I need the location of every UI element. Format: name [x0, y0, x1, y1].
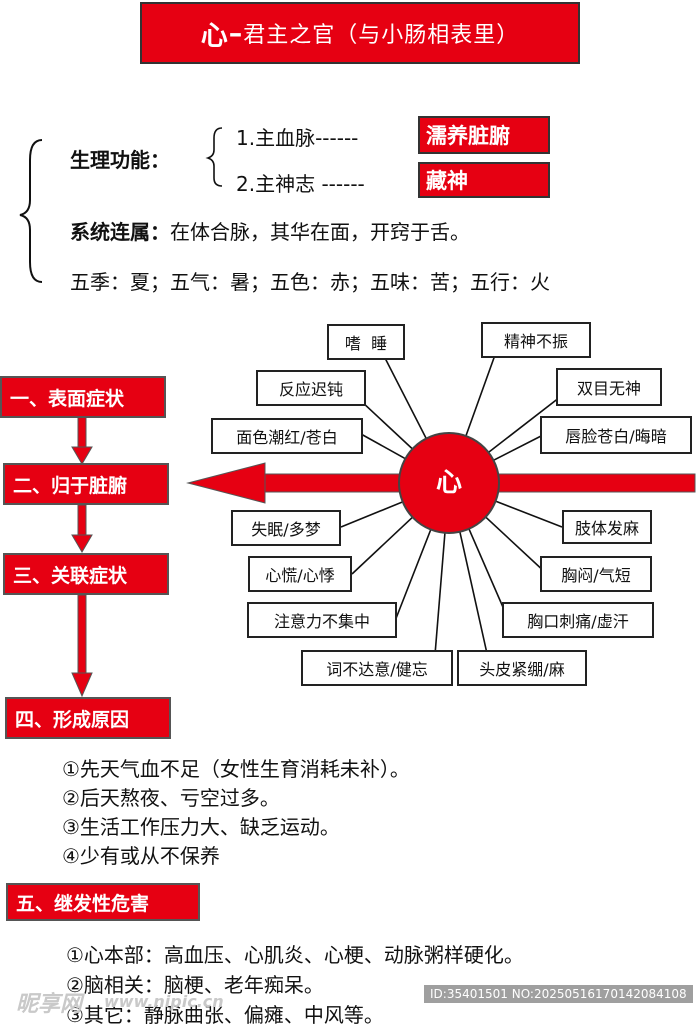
symptom-box: 失眠/多梦	[231, 510, 341, 546]
cause-item: ③生活工作压力大、缺乏运动。	[62, 815, 340, 839]
function-item-1: 1.主血脉------	[236, 122, 358, 151]
symptom-box: 词不达意/健忘	[301, 650, 453, 686]
symptom-box: 双目无神	[556, 368, 662, 406]
symptom-box: 肢体发麻	[562, 510, 652, 544]
big-brace	[19, 139, 43, 283]
harm-item: ③其它：静脉曲张、偏瘫、中风等。	[66, 1003, 384, 1027]
system-text: 在体合脉，其华在面，开窍于舌。	[170, 220, 470, 244]
harm-item: ①心本部：高血压、心肌炎、心梗、动脉粥样硬化。	[66, 943, 524, 967]
system-line: 系统连属：在体合脉，其华在面，开窍于舌。	[70, 216, 470, 245]
title-main: 心	[200, 20, 229, 52]
title-banner: 心 – 君主之官（与小肠相表里）	[140, 2, 580, 64]
symptom-box: 胸闷/气短	[540, 556, 652, 592]
symptom-box: 唇脸苍白/晦暗	[540, 416, 692, 454]
symptom-box: 注意力不集中	[247, 602, 397, 638]
harm-item: ②脑相关：脑梗、老年痴呆。	[66, 973, 324, 997]
tag-nourish: 濡养脏腑	[418, 116, 550, 154]
symptom-box: 头皮紧绷/麻	[457, 650, 587, 686]
step-arrows	[71, 416, 93, 698]
watermark-url: www.nipic.cn	[104, 992, 224, 1011]
main-arrow-head	[186, 462, 266, 504]
physiology-label: 生理功能：	[70, 148, 170, 172]
causes-list: ①先天气血不足（女性生育消耗未补）。 ②后天熬夜、亏空过多。 ③生活工作压力大、…	[62, 755, 410, 871]
step-related-symptoms: 三、关联症状	[3, 553, 169, 595]
function-item-2: 2.主神志 ------	[236, 168, 365, 197]
cause-item: ④少有或从不保养	[62, 844, 220, 868]
function-1-text: 1.主血脉	[236, 126, 316, 150]
symptom-box: 精神不振	[481, 322, 591, 358]
five-elements-line: 五季：夏；五气：暑；五色：赤；五味：苦；五行：火	[70, 270, 550, 294]
hub-circle	[398, 432, 500, 534]
symptom-box: 反应迟钝	[256, 370, 366, 406]
small-brace	[205, 127, 223, 187]
function-2-dashes: ------	[315, 172, 365, 196]
cause-item: ①先天气血不足（女性生育消耗未补）。	[62, 757, 410, 781]
function-2-text: 2.主神志	[236, 172, 316, 196]
title-dash: –	[228, 17, 244, 49]
step-harms: 五、继发性危害	[6, 883, 200, 921]
title-rest: 君主之官（与小肠相表里）	[243, 23, 520, 48]
symptom-box: 嗜 睡	[327, 324, 405, 360]
symptom-box: 面色潮红/苍白	[211, 418, 363, 454]
harms-list: ①心本部：高血压、心肌炎、心梗、动脉粥样硬化。 ②脑相关：脑梗、老年痴呆。 ③其…	[66, 940, 524, 1030]
step-surface-symptoms: 一、表面症状	[0, 376, 166, 418]
system-label: 系统连属：	[70, 220, 170, 244]
tag-spirit: 藏神	[418, 162, 550, 198]
function-1-dashes: ------	[315, 126, 359, 150]
step-organ: 二、归于脏腑	[3, 463, 169, 505]
watermark-logo: 昵享网	[16, 992, 83, 1017]
cause-item: ②后天熬夜、亏空过多。	[62, 786, 280, 810]
symptom-box: 胸口刺痛/虚汗	[502, 602, 654, 638]
step-causes: 四、形成原因	[5, 697, 171, 739]
watermark-id: ID:35401501 NO:20250516170142084108	[424, 985, 693, 1003]
hub-label: 心	[435, 468, 462, 498]
symptom-box: 心慌/心悸	[248, 556, 352, 592]
